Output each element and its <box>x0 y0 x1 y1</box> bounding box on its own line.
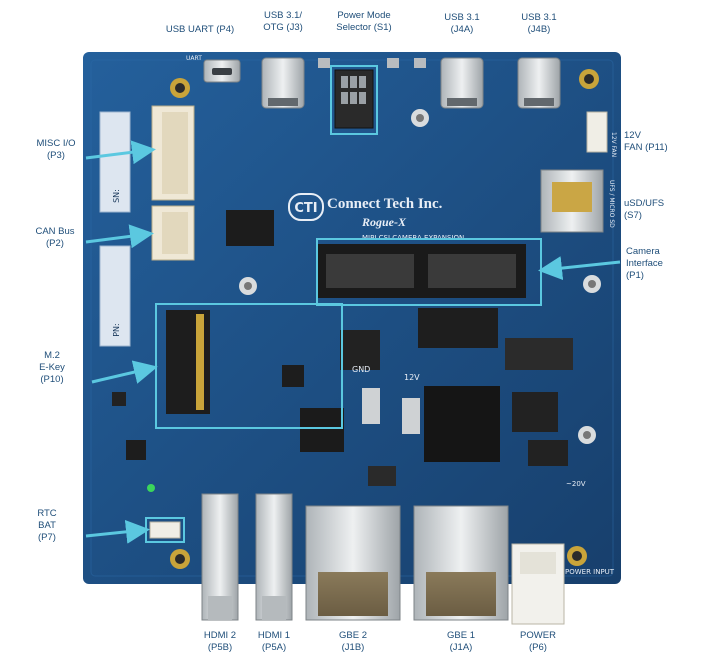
svg-text:UFS / MICRO SD: UFS / MICRO SD <box>608 180 615 228</box>
hdmi1-connector <box>255 493 293 621</box>
usb-uart-connector: UART <box>186 55 241 83</box>
label-can-bus: CAN Bus (P2) <box>35 226 75 249</box>
mounting-holes <box>170 69 601 569</box>
label-usb-j4a: USB 3.1 (J4A) <box>444 12 480 35</box>
silk-power-input: POWER INPUT <box>565 568 615 576</box>
label-usd-ufs: uSD/UFS (S7) <box>624 198 665 221</box>
usb31-j4a-connector <box>440 57 484 109</box>
label-usb-otg: USB 3.1/ OTG (J3) <box>263 10 303 33</box>
usd-ufs-slot: UFS / MICRO SD <box>540 169 615 233</box>
label-gbe1: GBE 1 (J1A) <box>447 630 475 653</box>
fan-connector: 12V FAN <box>586 111 617 157</box>
power-connector <box>511 543 565 625</box>
label-usb-j4b: USB 3.1 (J4B) <box>521 12 557 35</box>
highlight-power-mode <box>330 65 378 135</box>
label-gbe2: GBE 2 (J1B) <box>339 630 367 653</box>
silk-20v: ~20V <box>566 480 586 488</box>
gbe1-connector <box>413 505 509 621</box>
silk-12v: 12V <box>404 373 420 382</box>
model-name: Rogue-X <box>361 215 407 229</box>
label-usb-uart: USB UART (P4) <box>165 24 235 35</box>
hdmi2-connector <box>201 493 239 621</box>
components <box>112 58 573 492</box>
label-fan: 12V FAN (P11) <box>624 130 668 153</box>
usb31-j4b-connector <box>517 57 561 109</box>
usb-otg-connector <box>261 57 305 109</box>
sn-label: SN: <box>112 189 121 203</box>
pn-label: PN: <box>112 323 121 337</box>
m2-slot <box>166 310 210 414</box>
serial-label-area: SN: <box>99 111 131 213</box>
label-power: POWER (P6) <box>520 630 556 653</box>
misc-io-connector <box>151 105 195 201</box>
part-number-area: PN: <box>99 245 131 347</box>
label-hdmi1: HDMI 1 (P5A) <box>257 630 291 653</box>
label-m2: M.2 E-Key (P10) <box>39 350 65 385</box>
svg-text:12V FAN: 12V FAN <box>610 132 617 157</box>
label-power-mode: Power Mode Selector (S1) <box>336 10 392 33</box>
can-bus-connector <box>151 205 195 261</box>
label-camera: Camera Interface (P1) <box>626 246 663 281</box>
gbe2-connector <box>305 505 401 621</box>
label-rtc: RTC BAT (P7) <box>37 508 57 543</box>
power-mode-switch <box>334 69 374 129</box>
brand-name: Connect Tech Inc. <box>327 196 443 212</box>
rtc-battery-connector <box>149 521 181 539</box>
brand-logo: CTI Connect Tech Inc. Rogue-X <box>288 193 443 229</box>
svg-text:CTI: CTI <box>294 201 317 216</box>
label-hdmi2: HDMI 2 (P5B) <box>203 630 237 653</box>
callout-arrows <box>85 140 621 544</box>
svg-text:UART: UART <box>186 55 202 62</box>
label-misc-io: MISC I/O (P3) <box>36 138 76 161</box>
silk-gnd: GND <box>352 365 370 374</box>
